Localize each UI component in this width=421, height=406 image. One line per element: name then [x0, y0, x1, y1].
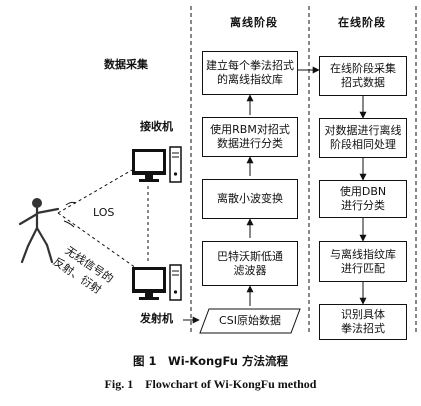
box-text: 建立每个拳法招式 的离线指纹库: [206, 59, 294, 86]
computer-icon: [132, 146, 182, 183]
caption-english: Fig. 1 Flowchart of Wi-KongFu method: [104, 377, 317, 391]
online-recognize-box: 识别具体 拳法招式: [319, 304, 407, 340]
csi-raw-data-label: CSI原始数据: [219, 314, 281, 327]
los-label: LOS: [93, 206, 115, 219]
transmitter-label: 发射机: [140, 312, 173, 325]
online-dbn-classify-box: 使用DBN 进行分类: [319, 180, 407, 218]
reflection-arrow-2: [63, 220, 75, 228]
box-text: 识别具体 拳法招式: [341, 308, 385, 335]
online-match-library-box: 与离线指纹库 进行匹配: [319, 241, 407, 282]
receiver-label: 接收机: [140, 120, 173, 133]
computer-icon: [132, 264, 182, 301]
online-stage-title: 在线阶段: [338, 16, 386, 29]
parallelogram-shape: [199, 308, 301, 334]
person-icon: [18, 198, 60, 264]
offline-fingerprint-library-box: 建立每个拳法招式 的离线指纹库: [202, 51, 298, 95]
online-collect-box: 在线阶段采集 招式数据: [319, 56, 407, 96]
data-collection-label: 数据采集: [104, 58, 148, 71]
los-signal-upper: [57, 169, 133, 214]
online-same-processing-box: 对数据进行离线 阶段相同处理: [319, 118, 407, 158]
reflection-signal: [57, 212, 137, 269]
box-text: 使用RBM对招式 数据进行分类: [210, 123, 290, 150]
offline-rbm-classify-box: 使用RBM对招式 数据进行分类: [202, 117, 298, 157]
reflection-arrow-1: [65, 201, 77, 206]
box-text: 使用DBN 进行分类: [339, 185, 387, 212]
caption-chinese: 图 1 Wi-KongFu 方法流程: [133, 354, 288, 368]
offline-dwt-box: 离散小波变换: [202, 179, 298, 219]
offline-stage-title: 离线阶段: [230, 16, 278, 29]
box-text: 巴特沃斯低通 滤波器: [217, 249, 283, 277]
box-text: 在线阶段采集 招式数据: [330, 62, 396, 89]
box-text: 对数据进行离线 阶段相同处理: [324, 124, 402, 151]
offline-butterworth-filter-box: 巴特沃斯低通 滤波器: [202, 241, 298, 286]
csi-raw-data-box: CSI原始数据: [199, 308, 301, 334]
box-text: 离散小波变换: [217, 192, 283, 205]
box-text: 与离线指纹库 进行匹配: [330, 247, 396, 275]
